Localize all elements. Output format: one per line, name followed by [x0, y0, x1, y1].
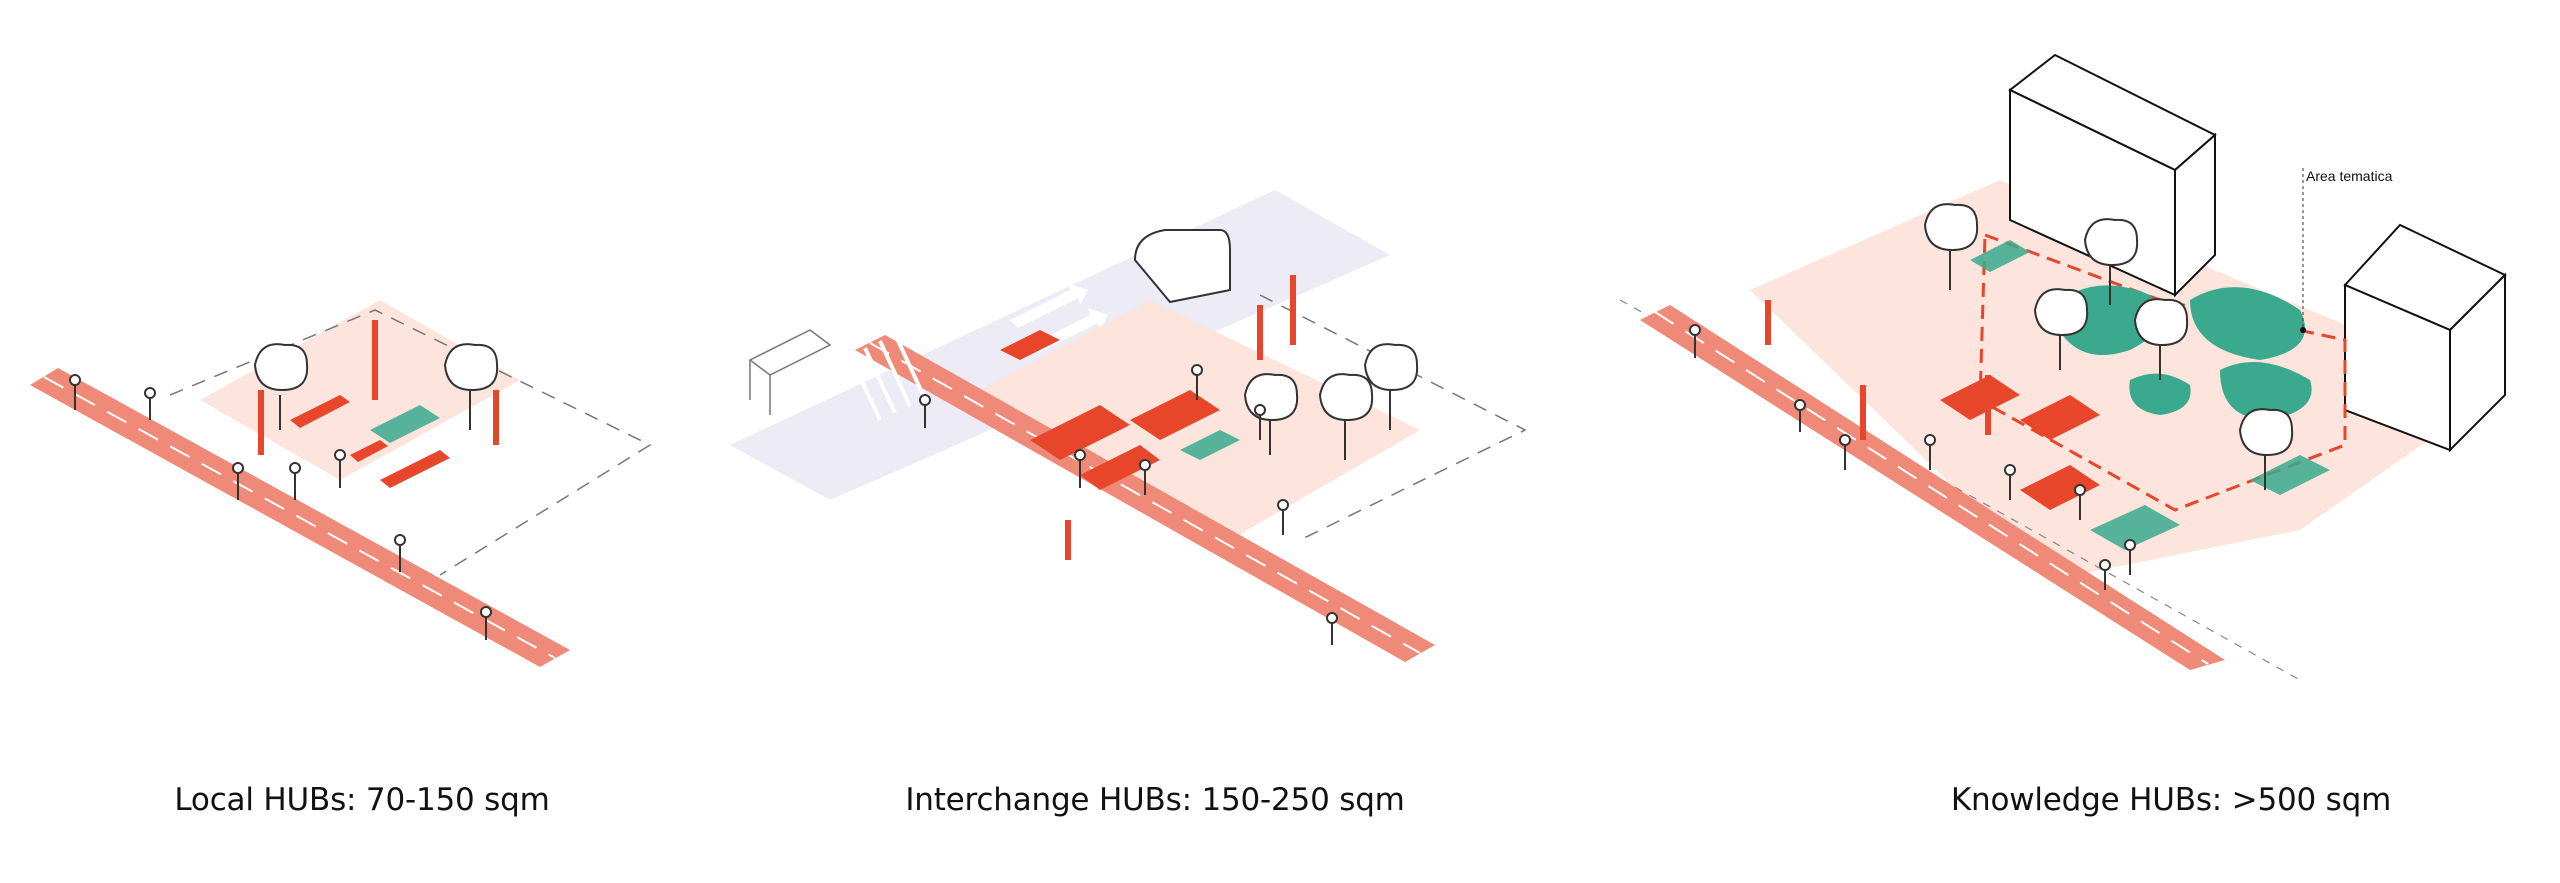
building: [2343, 223, 2507, 453]
interchange-hub-caption: Interchange HUBs: 150-250 sqm: [905, 782, 1405, 818]
site-boundary: [1259, 294, 1527, 541]
tree: [2133, 298, 2189, 380]
interchange-hub-panel: Interchange HUBs: 150-250 sqm: [700, 0, 1600, 883]
knowledge-hub-isometric-drawing: [1619, 53, 2507, 681]
knowledge-hub-caption: Knowledge HUBs: >500 sqm: [1950, 782, 2392, 818]
people: [919, 364, 1338, 645]
seating-block: [1000, 330, 1060, 360]
pole: [258, 390, 264, 455]
seating-block: [1080, 445, 1160, 490]
annotation-dot: [2300, 327, 2306, 333]
tree: [2033, 288, 2089, 370]
people: [1689, 324, 2136, 590]
crosswalk: [848, 333, 927, 421]
interchange-hub-isometric-drawing: [730, 190, 1527, 662]
local-hub-panel: Local HUBs: 70-150 sqm: [0, 0, 700, 883]
pole: [1257, 305, 1263, 360]
seating-block: [2020, 465, 2100, 510]
tree: [1363, 343, 1419, 430]
tree: [443, 343, 499, 430]
bike-path-centerline: [1654, 311, 2209, 665]
seating-block: [1940, 375, 2020, 420]
local-hub-isometric-drawing: [30, 300, 652, 667]
tree: [2238, 408, 2294, 490]
tree: [1318, 373, 1374, 460]
plaza-area: [1750, 180, 2500, 580]
pole: [493, 390, 499, 445]
site-boundary: [169, 309, 652, 576]
planter: [2090, 505, 2180, 550]
pole: [1290, 275, 1296, 345]
thematic-area-label: Area tematica: [2306, 168, 2393, 184]
bench: [380, 450, 450, 488]
green-area: [2220, 362, 2312, 420]
seating-block: [1030, 405, 1130, 460]
planter: [370, 405, 440, 443]
planter: [1180, 430, 1240, 460]
tree: [1923, 203, 1979, 290]
bench: [290, 395, 350, 428]
green-area: [2129, 373, 2191, 415]
seating-block: [2020, 395, 2100, 440]
pole: [372, 320, 378, 400]
tree: [253, 343, 309, 430]
bike-path-centerline: [43, 376, 556, 659]
plaza-area: [200, 300, 520, 480]
planter: [2250, 455, 2330, 495]
knowledge-hub-panel: Area tematica Knowledge HUBs: >500 sqm: [1600, 0, 2560, 883]
planter: [1970, 240, 2030, 272]
pole: [1860, 385, 1866, 440]
pole: [1985, 375, 1991, 435]
people: [69, 374, 492, 640]
pole: [1765, 300, 1771, 345]
bus-shelter: [1133, 229, 1231, 304]
bench: [350, 440, 388, 462]
seating-block: [1130, 390, 1220, 440]
green-area: [2190, 287, 2305, 360]
tree: [2083, 218, 2139, 305]
bus-shelter: [748, 329, 832, 415]
pole: [1065, 520, 1071, 560]
local-hub-caption: Local HUBs: 70-150 sqm: [174, 782, 550, 818]
